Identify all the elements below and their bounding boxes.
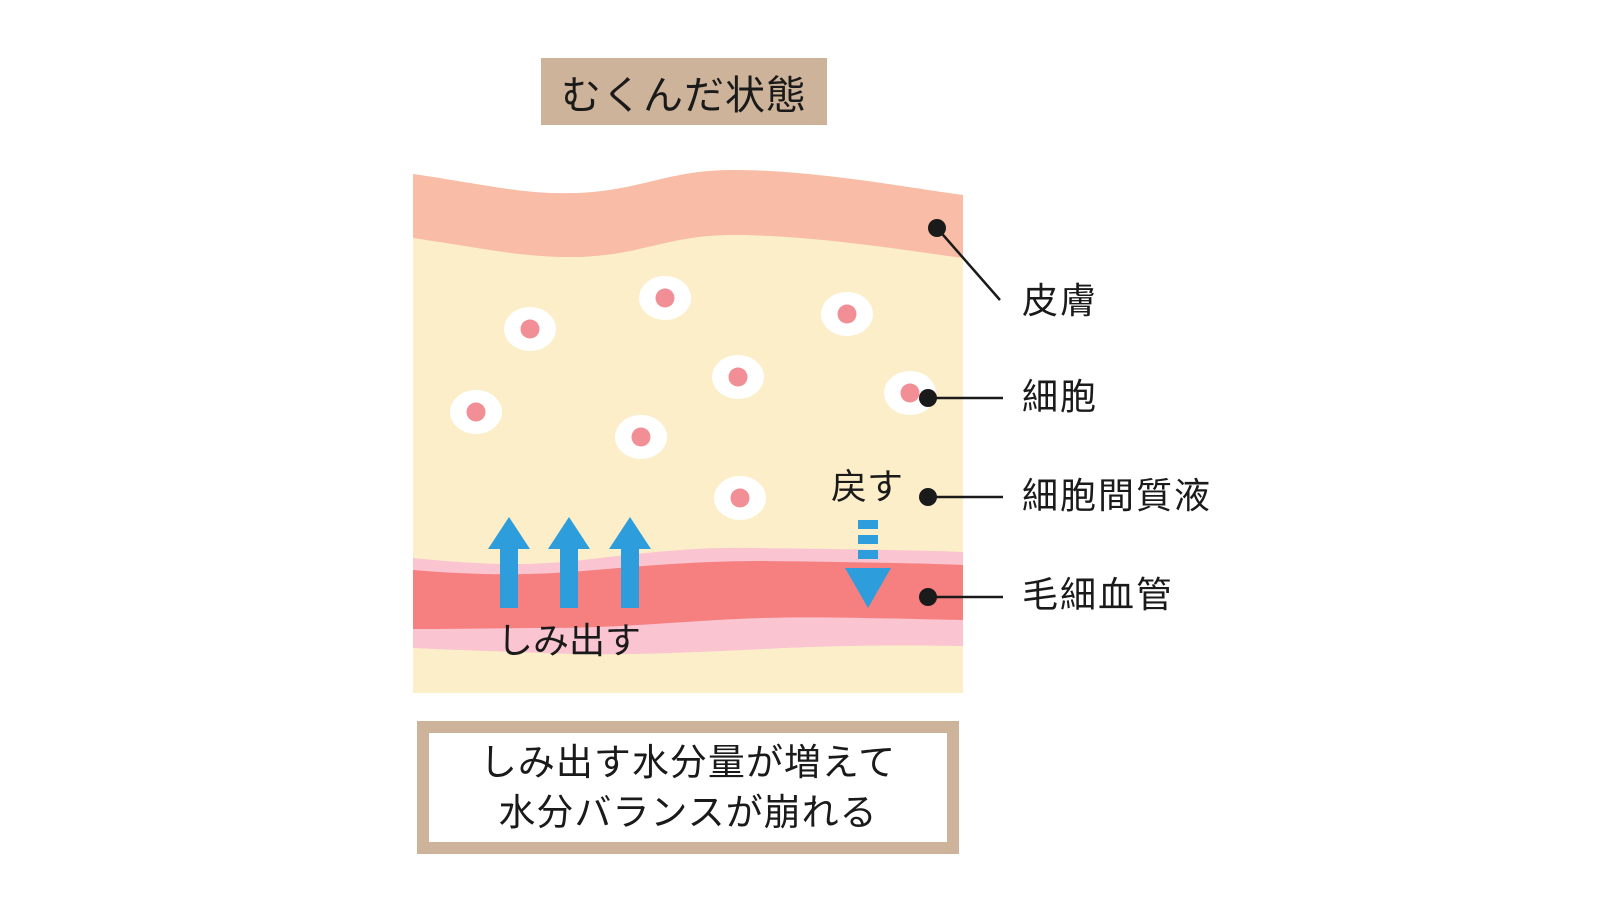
seep-up-arrows <box>488 517 651 608</box>
cell-nucleus <box>728 367 748 387</box>
seep-up-arrow <box>609 517 651 608</box>
return-arrow-dash <box>858 535 878 544</box>
capillary-inner-layer <box>413 561 963 629</box>
return-label: 戻す <box>831 467 904 508</box>
cell-nucleus <box>520 319 540 339</box>
seep-out-label: しみ出す <box>497 621 642 662</box>
return-arrow-dash <box>858 520 878 529</box>
seep-up-arrow <box>488 517 530 608</box>
cell-nucleus <box>730 488 750 508</box>
caption-line-2: 水分バランスが崩れる <box>498 790 878 834</box>
title-box: むくんだ状態 <box>541 58 827 125</box>
cell-nucleus <box>837 304 857 324</box>
label-capillary: 毛細血管 <box>1022 575 1175 616</box>
cell-nucleus <box>655 288 675 308</box>
return-arrow-dash <box>858 550 878 559</box>
label-interstitial-fluid: 細胞間質液 <box>1022 476 1213 517</box>
skin-diagram <box>413 170 963 693</box>
return-down-arrow <box>845 520 891 608</box>
caption-line-1: しみ出す水分量が増えて <box>479 740 897 784</box>
seep-up-arrow <box>548 517 590 608</box>
epidermis-layer <box>413 170 963 258</box>
title-text: むくんだ状態 <box>561 72 807 119</box>
cell-nucleus <box>631 427 651 447</box>
return-arrow-head <box>845 568 891 608</box>
label-cell: 細胞 <box>1022 377 1099 418</box>
cell-nucleus <box>900 383 920 403</box>
cell-nucleus <box>466 402 486 422</box>
label-skin: 皮膚 <box>1022 281 1099 322</box>
caption-box: しみ出す水分量が増えて 水分バランスが崩れる <box>417 721 959 854</box>
